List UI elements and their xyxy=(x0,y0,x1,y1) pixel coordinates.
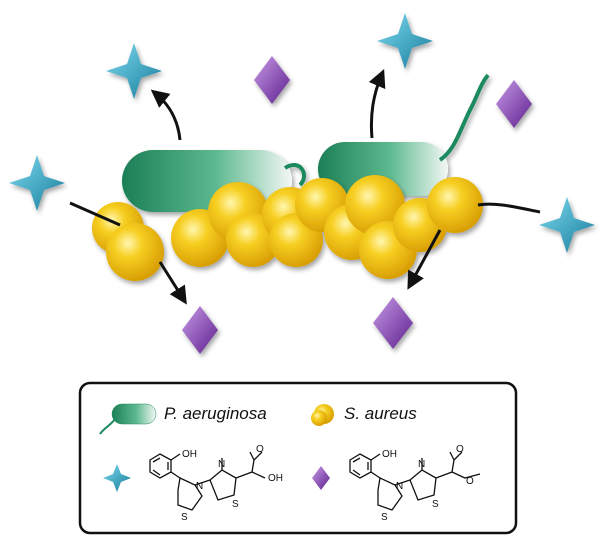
ester-oh-label: OH xyxy=(382,449,397,460)
arrow-in-left xyxy=(69,201,121,227)
ester-s1-label: S xyxy=(381,512,388,523)
legend-pseudomonas-label: P. aeruginosa xyxy=(164,404,267,423)
molecule-ester-labels: OH N N S S O O xyxy=(381,444,474,523)
ester-n2-label: N xyxy=(418,459,425,470)
purple-diamond-icon xyxy=(312,466,330,490)
arrow-out-left xyxy=(150,89,182,141)
ester-o-ether-label: O xyxy=(466,476,474,487)
teal-star-icon xyxy=(9,155,65,211)
teal-star-icon xyxy=(103,464,131,492)
legend-box xyxy=(78,381,518,535)
acid-s2-label: S xyxy=(232,499,239,510)
purple-diamond-icon xyxy=(182,306,218,354)
teal-star-icon xyxy=(106,43,162,99)
staph-coccus-icon xyxy=(345,175,405,235)
teal-star-icon xyxy=(539,197,595,253)
pseudomonas-cell-right xyxy=(318,73,490,196)
arrows xyxy=(69,69,541,305)
molecule-acid-labels: OH N N S S OH O xyxy=(181,444,283,523)
staphylococcus-cluster xyxy=(92,175,483,281)
arrow-in-right xyxy=(477,202,541,214)
purple-diamond-icon xyxy=(373,297,413,349)
arrow-down-left xyxy=(158,261,187,305)
staph-coccus-icon xyxy=(106,223,164,281)
purple-diamond-icon xyxy=(254,56,290,104)
staph-legend-icon xyxy=(311,404,334,426)
acid-oh-label: OH xyxy=(182,449,197,460)
legend-staph-label: S. aureus xyxy=(344,404,417,423)
arrow-out-right xyxy=(368,69,386,139)
molecule-acid xyxy=(149,451,266,511)
molecule-ester xyxy=(349,451,481,511)
pseudomonas-icon xyxy=(99,403,157,435)
acid-n1-label: N xyxy=(196,481,203,492)
staph-coccus-icon xyxy=(427,177,483,233)
ester-o-carbonyl-label: O xyxy=(456,444,464,455)
acid-n2-label: N xyxy=(218,459,225,470)
acid-s1-label: S xyxy=(181,512,188,523)
ester-n1-label: N xyxy=(396,481,403,492)
teal-star-icon xyxy=(377,13,433,69)
acid-cooh-label: OH xyxy=(268,473,283,484)
ester-s2-label: S xyxy=(432,499,439,510)
arrow-down-right xyxy=(407,229,442,290)
acid-o-label: O xyxy=(256,444,264,455)
purple-diamond-icon xyxy=(496,80,532,128)
